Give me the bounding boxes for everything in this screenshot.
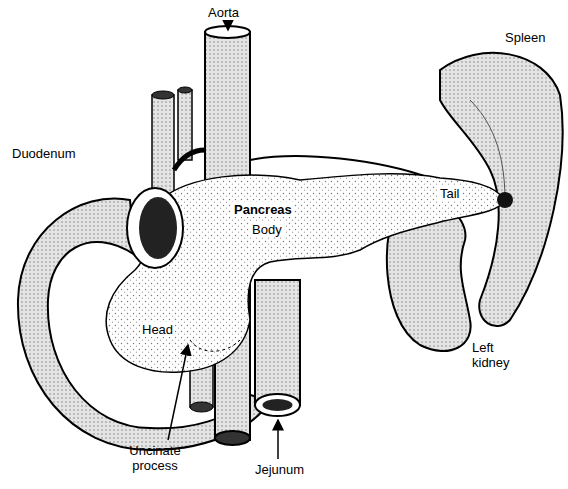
part-label: Pancreas — [232, 202, 294, 217]
part-label: Spleen — [505, 30, 560, 45]
part-label: Uncinate process — [115, 443, 195, 473]
part-label: Jejunum — [255, 462, 325, 477]
part-label: Body — [250, 222, 284, 237]
part-label: Duodenum — [12, 146, 92, 161]
part-label: Aorta — [208, 5, 258, 20]
part-label: Head — [140, 322, 175, 337]
part-label: Tail — [438, 186, 462, 201]
part-label: Left kidney — [472, 340, 528, 370]
